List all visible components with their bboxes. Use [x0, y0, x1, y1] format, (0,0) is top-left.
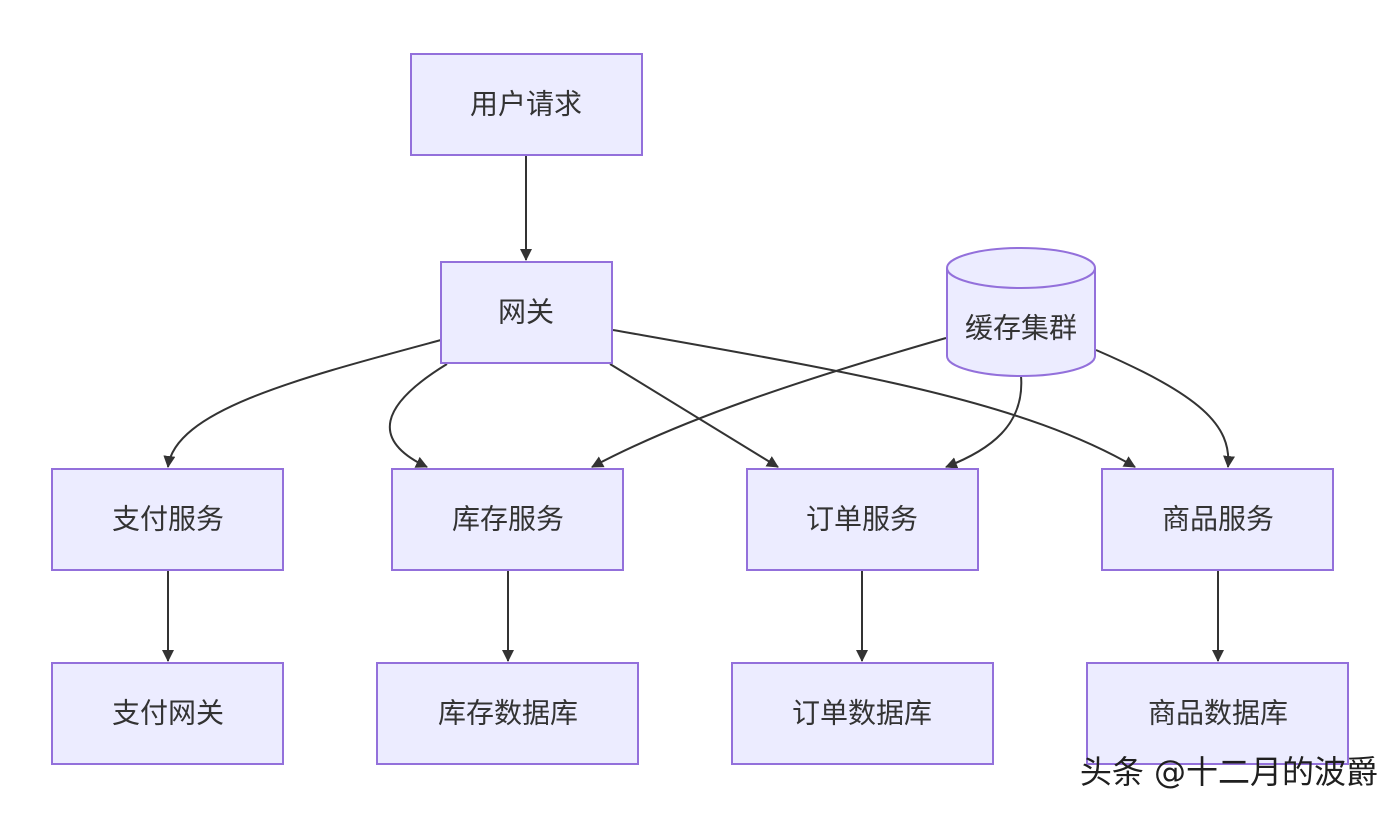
node-payment-gateway: 支付网关 [51, 662, 284, 765]
edge-cache-to-inventory-service [591, 337, 947, 468]
node-user-request-label: 用户请求 [470, 88, 582, 121]
node-product-db: 商品数据库 [1086, 662, 1349, 765]
edge-gateway-to-inventory-service [388, 363, 448, 468]
edge-gateway-to-order-service [609, 363, 779, 468]
node-inventory-db: 库存数据库 [376, 662, 639, 765]
node-product-service-label: 商品服务 [1162, 503, 1274, 536]
watermark-text: 头条 @十二月的波爵 [1080, 753, 1378, 791]
node-cache-cluster: 缓存集群 [946, 247, 1096, 377]
node-payment-service: 支付服务 [51, 468, 284, 571]
node-gateway-label: 网关 [498, 296, 554, 329]
node-product-service: 商品服务 [1101, 468, 1334, 571]
edge-gateway-to-payment-service [163, 339, 442, 468]
node-order-db-label: 订单数据库 [792, 697, 932, 730]
node-order-db: 订单数据库 [731, 662, 994, 765]
node-cache-cluster-label: 缓存集群 [965, 312, 1077, 345]
node-user-request: 用户请求 [410, 53, 643, 156]
edge-cache-to-product-service [1095, 349, 1236, 468]
node-order-service-label: 订单服务 [806, 503, 918, 536]
node-gateway: 网关 [440, 261, 613, 364]
node-payment-gateway-label: 支付网关 [112, 697, 224, 730]
node-order-service: 订单服务 [746, 468, 979, 571]
node-inventory-service-label: 库存服务 [452, 503, 564, 536]
node-inventory-service: 库存服务 [391, 468, 624, 571]
edge-cache-to-order-service [945, 375, 1023, 469]
node-product-db-label: 商品数据库 [1148, 697, 1288, 730]
node-payment-service-label: 支付服务 [112, 503, 224, 536]
edge-gateway-to-product-service [612, 329, 1136, 468]
node-inventory-db-label: 库存数据库 [438, 697, 578, 730]
edges [162, 156, 1236, 662]
